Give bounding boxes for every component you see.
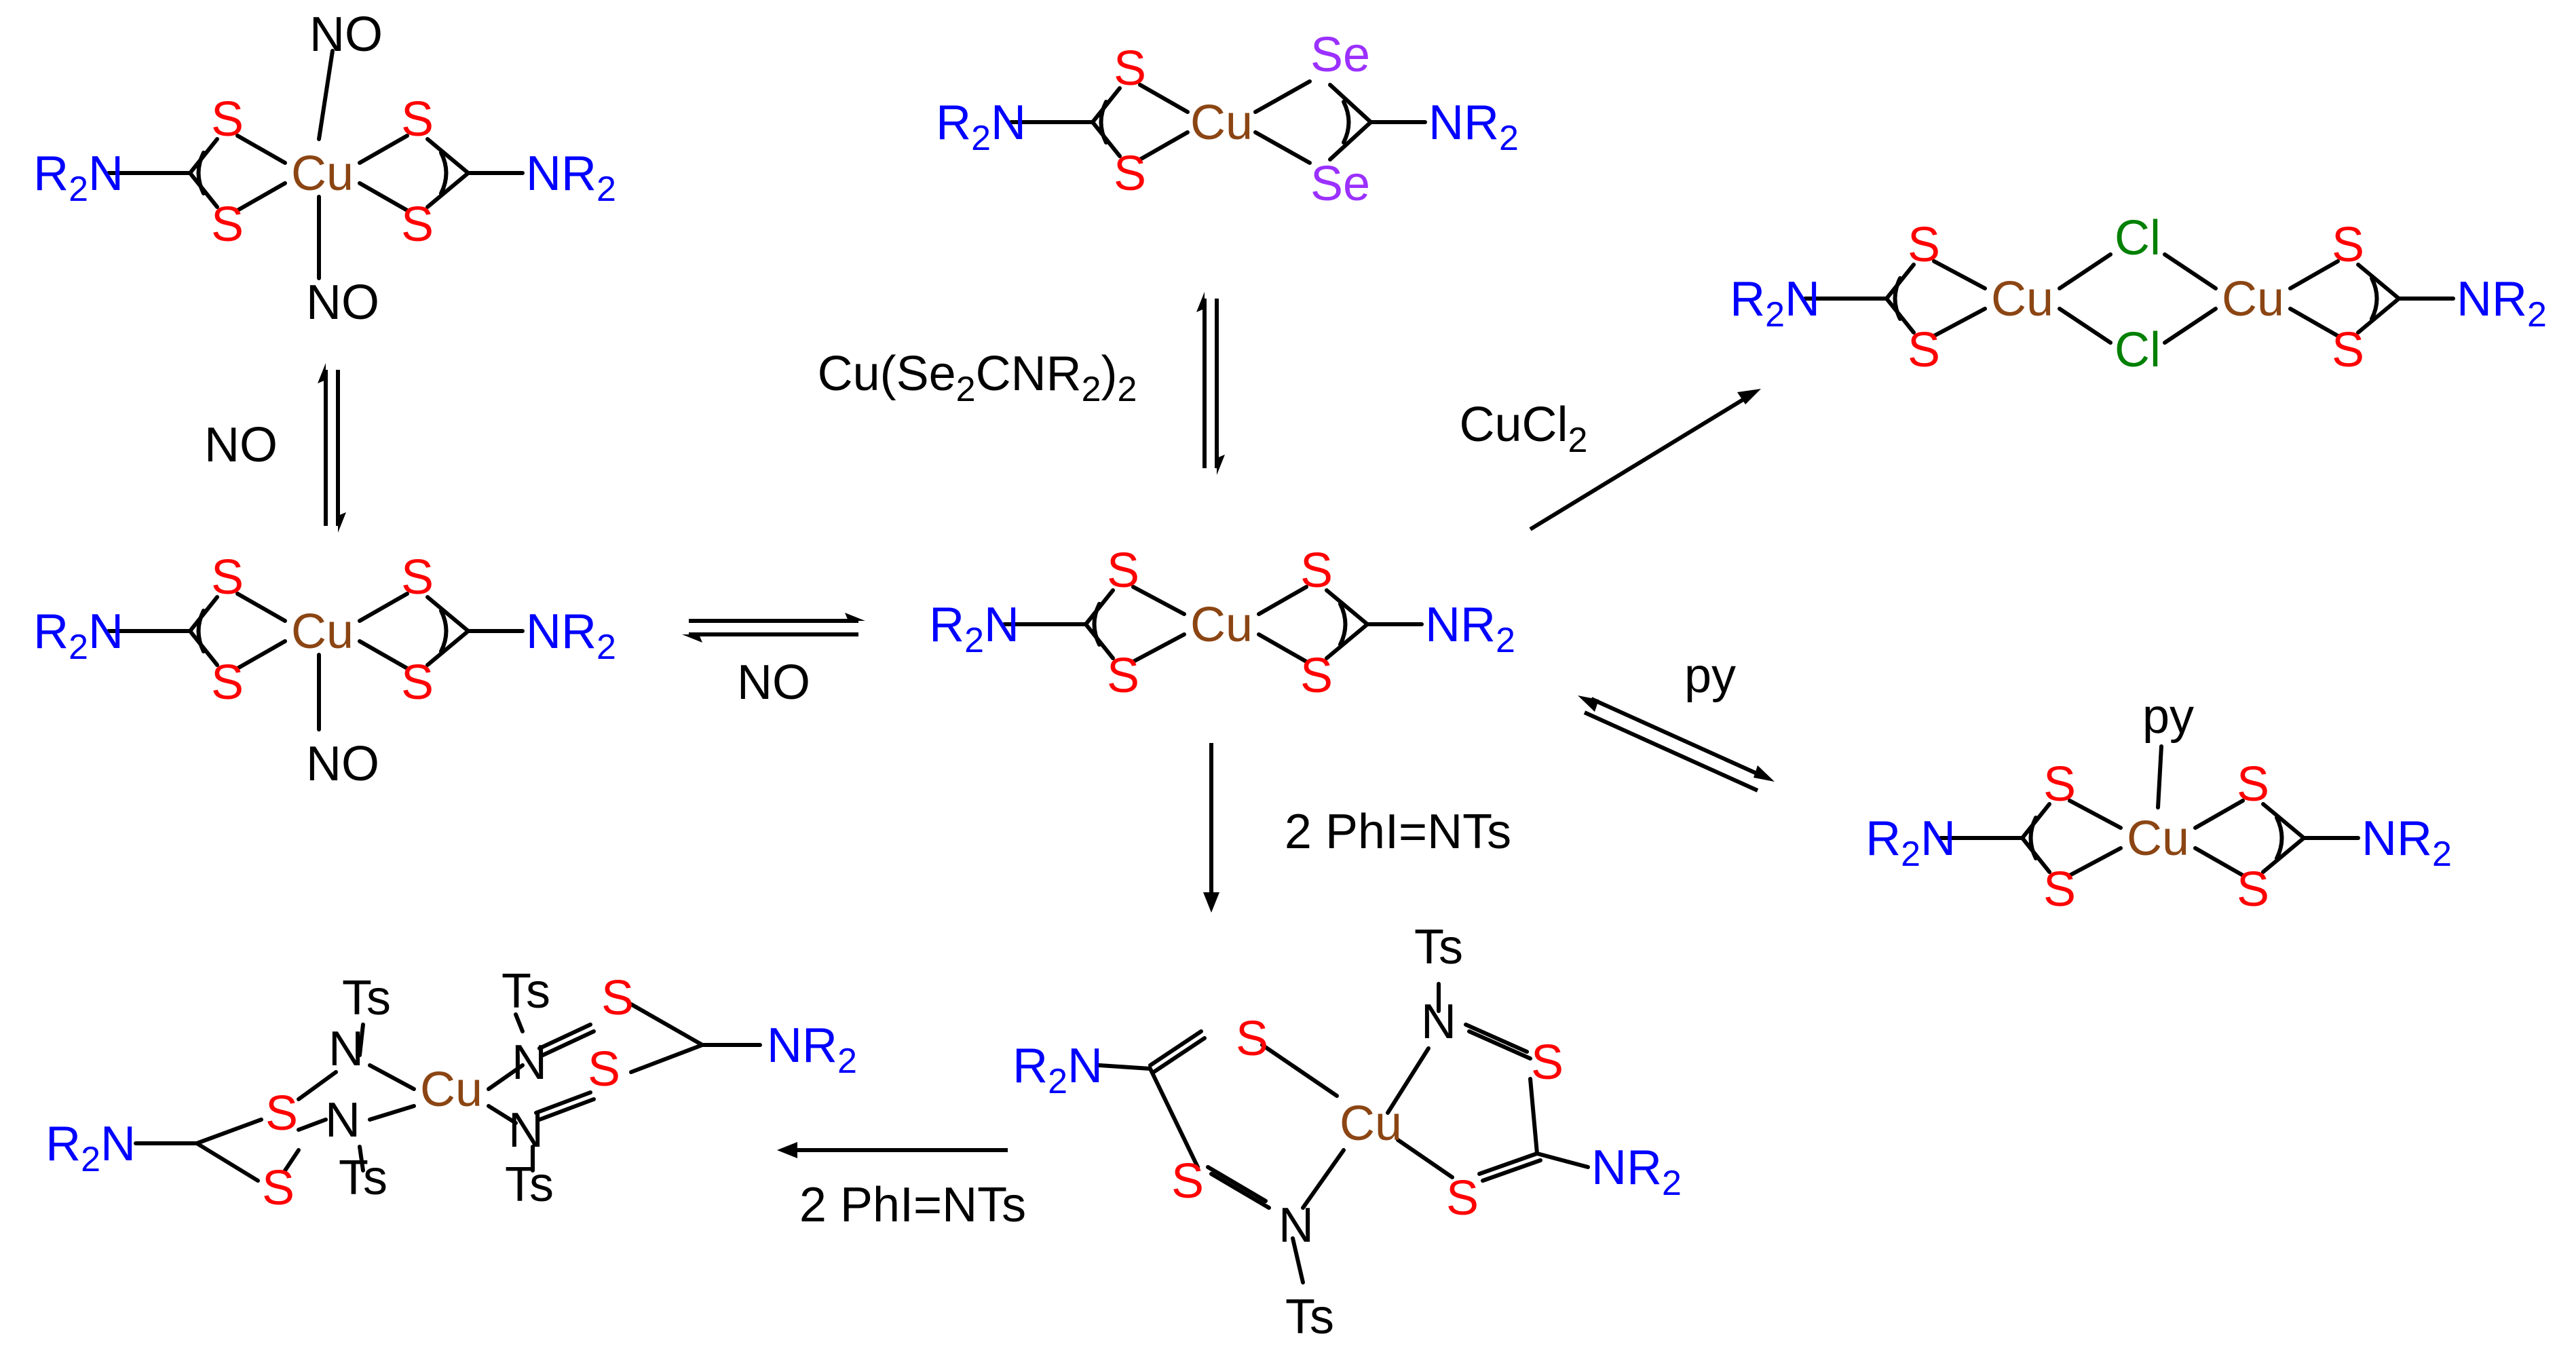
copper-atom: Cu: [1991, 272, 2053, 326]
copper-atom: Cu: [1340, 1097, 1402, 1151]
tosyl-group: Ts: [342, 971, 391, 1025]
nitrosyl-ligand: NO: [309, 7, 383, 62]
equilibrium-arrow-py: py: [1578, 649, 1775, 793]
reagent-no-label: NO: [204, 418, 278, 472]
pyridine-ligand: py: [2142, 689, 2194, 744]
nitrosyl-ligand: NO: [306, 737, 379, 791]
nitrogen-atom: N: [512, 1035, 547, 1090]
nitrogen-atom: N: [1278, 1198, 1314, 1253]
sulfur-atom: S: [211, 92, 244, 147]
sulfur-atom: S: [1107, 544, 1139, 598]
sulfur-atom: S: [1171, 1154, 1204, 1208]
sulfur-atom: S: [1300, 649, 1333, 703]
copper-atom: Cu: [291, 147, 354, 201]
nitrogen-atom: N: [508, 1103, 544, 1158]
complex-cu-dtc2-center: S S Cu S S: [929, 544, 1515, 703]
complex-chloro-bridged-dimer: S S Cu Cl Cl Cu S S: [1730, 211, 2547, 377]
tosyl-group: Ts: [1414, 920, 1463, 974]
sulfur-atom: S: [1107, 649, 1139, 703]
complex-cu-dtc-dinitrosyl: S S Cu S S NO NO: [33, 7, 616, 330]
sulfur-atom: S: [2043, 757, 2076, 812]
sulfur-atom: S: [2237, 757, 2269, 812]
copper-atom: Cu: [420, 1063, 482, 1117]
tosyl-group: Ts: [505, 1158, 554, 1212]
selenium-atom: Se: [1310, 28, 1370, 82]
chlorine-atom: Cl: [2115, 323, 2161, 377]
reagent-cucl2-label: CuCl2: [1460, 398, 1588, 460]
sulfur-atom: S: [1114, 147, 1146, 201]
reagent-cu-se-label: Cu(Se2CNR2)2: [818, 347, 1137, 409]
nitrogen-atom: N: [325, 1093, 360, 1147]
tosyl-group: Ts: [501, 964, 550, 1018]
tosyl-group: Ts: [1285, 1290, 1334, 1344]
copper-atom: Cu: [2127, 812, 2189, 866]
reaction-arrow-phinets-down: 2 PhI=NTs: [1203, 743, 1511, 913]
copper-atom: Cu: [1190, 598, 1253, 652]
sulfur-atom: S: [401, 92, 434, 147]
complex-cu-dtc2-pyridine: S S Cu S S py: [1865, 689, 2452, 917]
sulfur-atom: S: [211, 550, 244, 605]
equilibrium-arrow-no-horizontal: NO: [682, 613, 865, 710]
tosyl-group: Ts: [339, 1151, 387, 1205]
copper-atom: Cu: [291, 605, 354, 659]
sulfur-atom: S: [2332, 218, 2364, 272]
sulfur-atom: S: [2237, 862, 2269, 917]
sulfur-atom: S: [401, 550, 434, 605]
equilibrium-arrow-cu-se: Cu(Se2CNR2)2: [818, 292, 1225, 475]
sulfur-atom: S: [2332, 323, 2364, 377]
chlorine-atom: Cl: [2115, 211, 2161, 265]
complex-cu-dtc-mononitrosyl: S S Cu S S NO: [33, 550, 616, 791]
complex-cu-sulfimide-open: S S Cu N Ts N Ts S S: [1012, 920, 1682, 1344]
sulfur-atom: S: [1446, 1171, 1479, 1225]
complex-cu-sulfimide-chelate: S S N Ts N Ts Cu N Ts N Ts S S: [45, 964, 857, 1215]
reagent-phinets-label: 2 PhI=NTs: [799, 1178, 1026, 1232]
sulfur-atom: S: [1236, 1012, 1268, 1066]
sulfur-atom: S: [1300, 544, 1333, 598]
reaction-arrow-phinets-left: 2 PhI=NTs: [777, 1142, 1026, 1232]
nitrogen-atom: N: [328, 1022, 364, 1076]
reagent-py-label: py: [1684, 649, 1736, 703]
nitrosyl-ligand: NO: [306, 275, 379, 330]
equilibrium-arrow-no-vertical: NO: [204, 363, 346, 533]
sulfur-atom: S: [265, 1086, 298, 1141]
sulfur-atom: S: [1908, 323, 1940, 377]
sulfur-atom: S: [401, 655, 434, 710]
nitrogen-atom: N: [1421, 995, 1456, 1049]
sulfur-atom: S: [588, 1042, 620, 1097]
sulfur-atom: S: [211, 197, 244, 252]
sulfur-atom: S: [2043, 862, 2076, 917]
sulfur-atom: S: [211, 655, 244, 710]
selenium-atom: Se: [1310, 157, 1370, 211]
reagent-phinets-label: 2 PhI=NTs: [1285, 805, 1511, 859]
sulfur-atom: S: [262, 1161, 295, 1215]
complex-cu-dtc-dsc: S S Cu Se Se: [936, 28, 1519, 211]
reaction-arrow-cucl2: CuCl2: [1460, 389, 1761, 531]
sulfur-atom: S: [401, 197, 434, 252]
copper-atom: Cu: [2222, 272, 2284, 326]
sulfur-atom: S: [1908, 218, 1940, 272]
copper-atom: Cu: [1190, 96, 1253, 150]
sulfur-atom: S: [601, 971, 634, 1025]
sulfur-atom: S: [1114, 41, 1146, 96]
sulfur-atom: S: [1531, 1035, 1564, 1090]
reagent-no-label: NO: [737, 655, 810, 710]
